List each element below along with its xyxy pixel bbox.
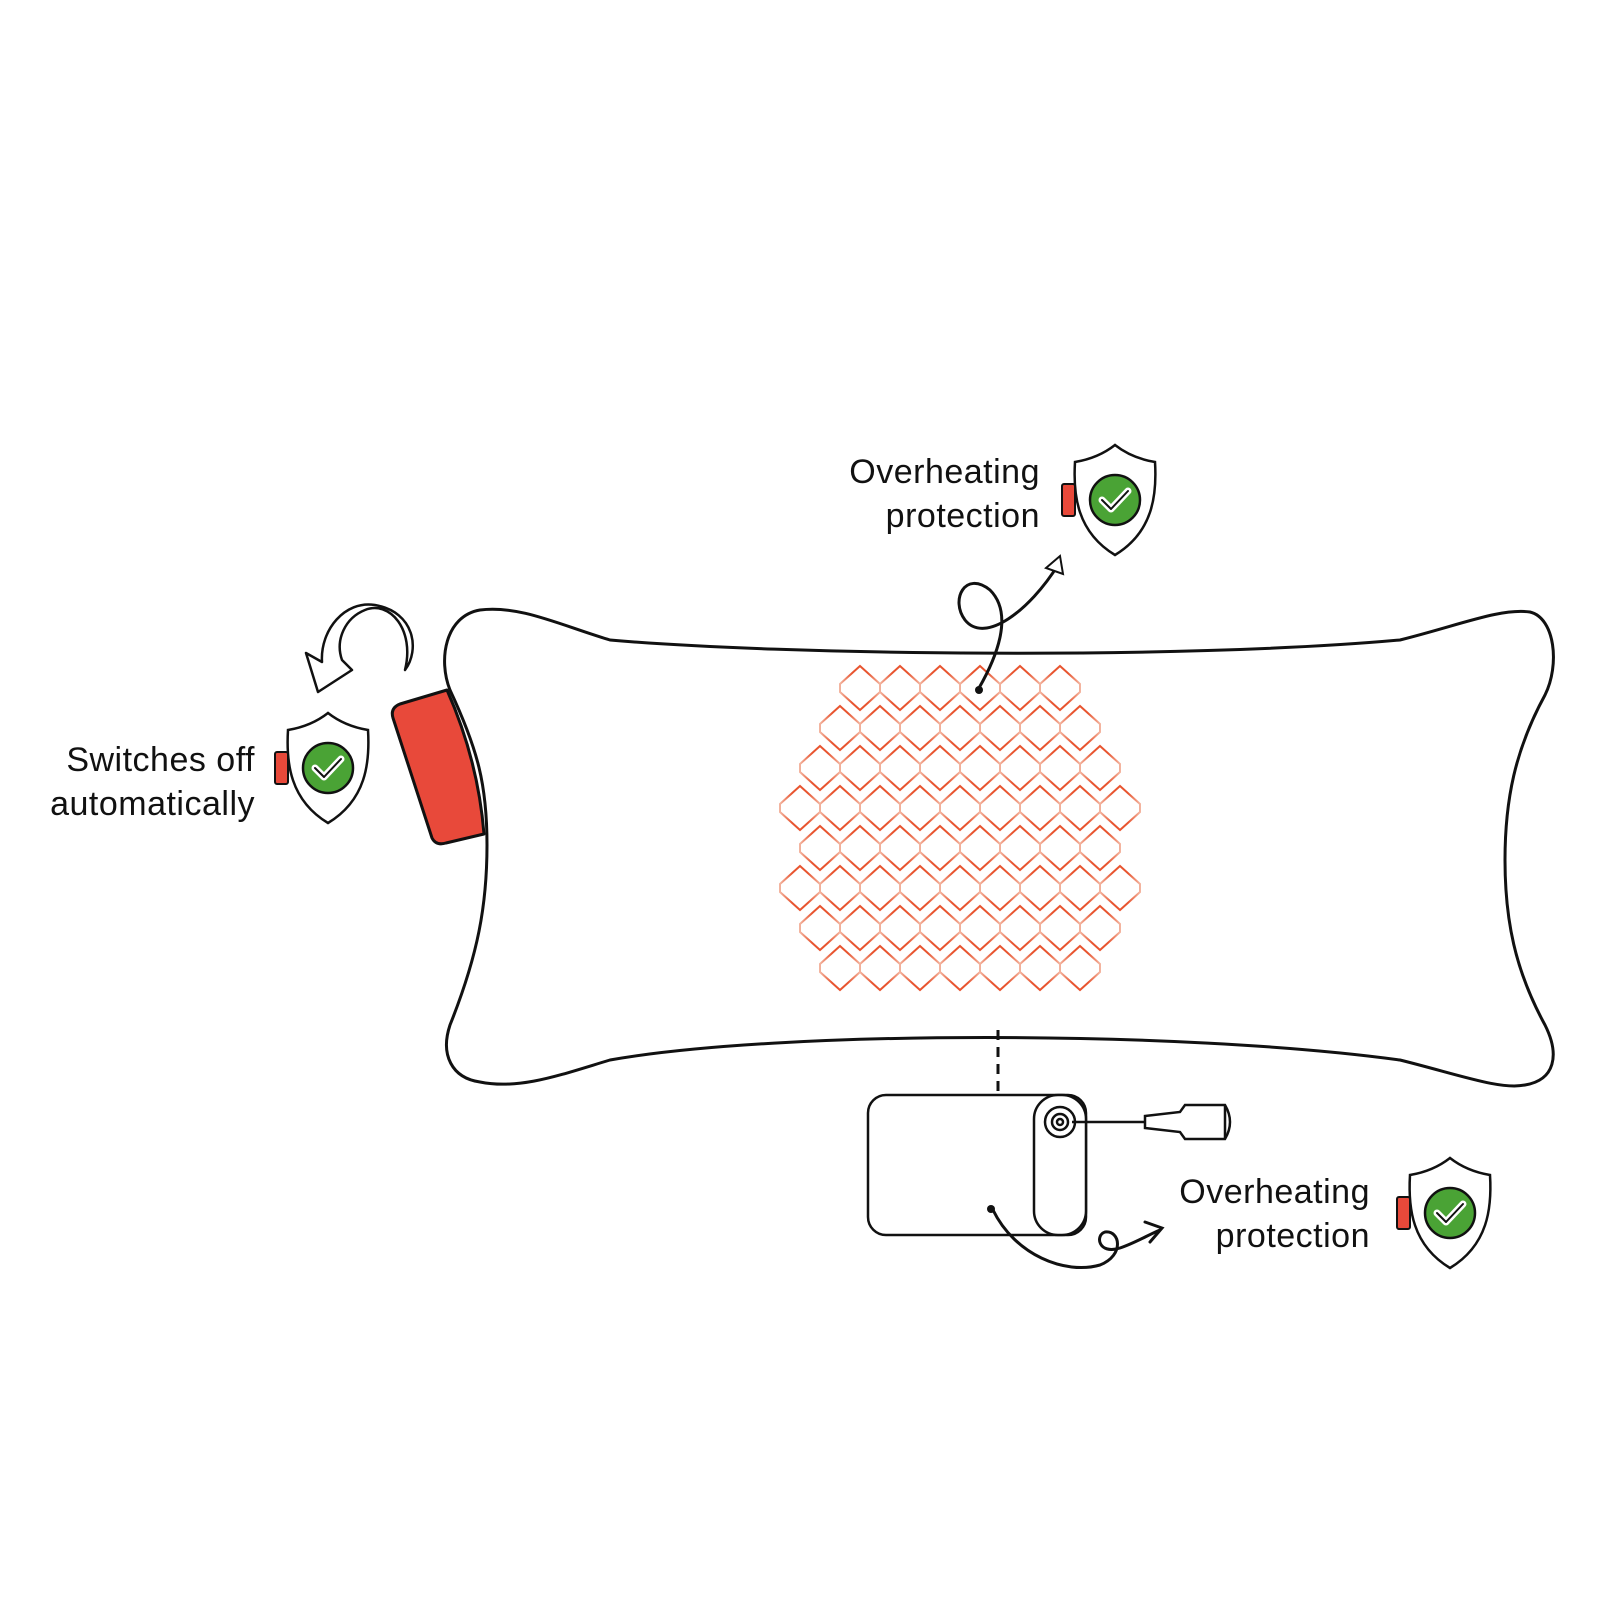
heating-cell (1059, 944, 1101, 992)
heating-cell (1079, 824, 1121, 872)
pointer-arrow-top (957, 554, 1065, 694)
heating-cell (1079, 744, 1121, 792)
shield-check-icon (1396, 1156, 1492, 1270)
callout-left-line1: Switches off (66, 741, 255, 779)
heating-cell (1099, 784, 1141, 832)
callout-bottom-line2: protection (1215, 1217, 1370, 1255)
pointer-arrow-bottom (987, 1205, 1165, 1270)
controller-box-icon (866, 1093, 1088, 1237)
heating-cell (1059, 704, 1101, 752)
callout-overheating-top: Overheating protection (770, 450, 1040, 538)
shield-check-icon (1061, 443, 1157, 557)
callout-top-line1: Overheating (849, 453, 1040, 491)
callout-bottom-line1: Overheating (1179, 1173, 1370, 1211)
callout-left-line2: automatically (50, 785, 255, 823)
heating-cell (1039, 664, 1081, 712)
heating-element-grid (779, 664, 1141, 992)
heating-cell (1079, 904, 1121, 952)
callout-overheating-bottom: Overheating protection (1100, 1170, 1370, 1258)
switch-tab (390, 688, 486, 846)
shield-check-icon (274, 711, 370, 825)
callout-switches-off: Switches off automatically (10, 738, 255, 826)
power-plug-icon (1072, 1103, 1232, 1141)
rotate-arrow-icon (304, 603, 414, 694)
callout-top-line2: protection (885, 497, 1040, 535)
heating-cell (1099, 864, 1141, 912)
